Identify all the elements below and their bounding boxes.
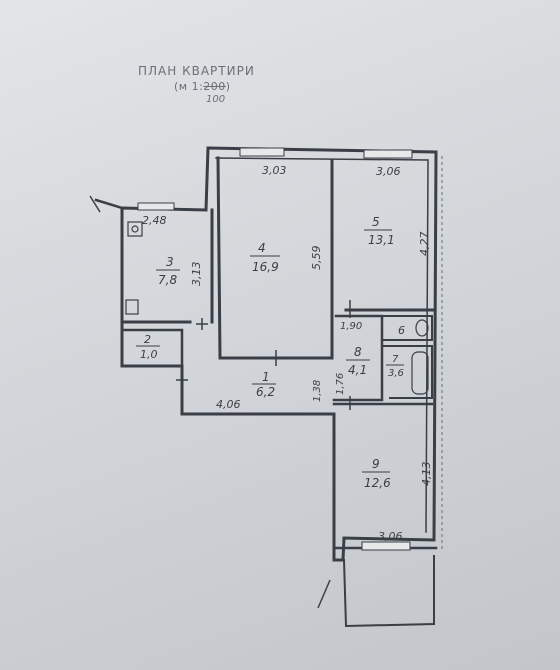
windows (137, 147, 413, 551)
room-5-number: 5 (372, 215, 380, 229)
window-room9 (361, 541, 411, 551)
stove-icon (127, 221, 143, 237)
door-tick (89, 195, 101, 213)
room-5-area: 13,1 (368, 233, 395, 247)
scale-corrected-value: 100 (206, 94, 226, 105)
room-8-area: 4,1 (348, 363, 367, 377)
window-room5 (363, 149, 413, 159)
room-7-number: 7 (392, 354, 399, 365)
dim-room8-depth: 1,76 (335, 373, 346, 395)
dim-room5-depth: 4,27 (418, 232, 431, 257)
room-1-number: 1 (262, 370, 270, 384)
dim-hall-length: 4,06 (216, 398, 241, 411)
room-1-area: 6,2 (256, 385, 275, 399)
wall-entrance (94, 198, 124, 210)
dim-room5-width: 3,06 (376, 165, 401, 178)
walls (94, 146, 438, 628)
stove-burner-icon (131, 225, 139, 233)
room-labels: 1 6,2 2 1,0 3 7,8 4 16,9 5 13,1 6 7 3,6 … (136, 215, 405, 490)
toilet-icon (415, 319, 429, 337)
room-4-area: 16,9 (252, 260, 279, 274)
dim-room3-depth: 3,13 (190, 262, 203, 287)
outer-wall-inner-line (215, 157, 429, 533)
wall-room4-left (216, 156, 222, 360)
window-room4 (239, 147, 285, 157)
room-2-area: 1,0 (140, 348, 158, 361)
wall-room8 (332, 314, 384, 402)
dim-room3-width: 2,48 (142, 214, 167, 227)
wall-room6 (381, 315, 433, 341)
room-9-area: 12,6 (364, 476, 391, 490)
dimension-labels: 2,48 3,13 3,03 5,59 3,06 4,27 1,90 4,06 … (142, 164, 433, 543)
room-6-number: 6 (398, 324, 405, 337)
wall-room2 (120, 328, 184, 368)
fixtures (125, 221, 429, 395)
dim-room8-width: 1,90 (340, 321, 362, 332)
dim-room4-depth: 5,59 (310, 246, 323, 271)
plan-scale: (м 1:200) (174, 80, 231, 93)
room-3-number: 3 (166, 255, 174, 269)
dim-room9-width: 3,06 (378, 530, 403, 543)
sink-icon (125, 299, 139, 315)
scale-struck-value: 200 (203, 80, 226, 93)
room-9-number: 9 (372, 457, 380, 471)
dim-room4-width: 3,03 (262, 164, 287, 177)
room-8-number: 8 (354, 345, 362, 359)
room-4-number: 4 (258, 241, 266, 255)
room-7-area: 3,6 (388, 368, 404, 379)
door-tick (317, 579, 331, 609)
scale-suffix: ) (225, 80, 231, 93)
wall-room7 (381, 345, 433, 399)
dim-room9-depth: 4,13 (420, 462, 433, 487)
window-room3 (137, 202, 175, 211)
balcony-outline (342, 555, 435, 628)
bathtub-icon (411, 351, 429, 395)
door-marks (89, 195, 351, 609)
room-3-area: 7,8 (158, 273, 177, 287)
scale-prefix: (м 1: (174, 80, 204, 93)
room-2-number: 2 (144, 333, 151, 346)
dim-hall-width: 1,38 (312, 380, 323, 402)
plan-title: ПЛАН КВАРТИРИ (138, 64, 255, 78)
